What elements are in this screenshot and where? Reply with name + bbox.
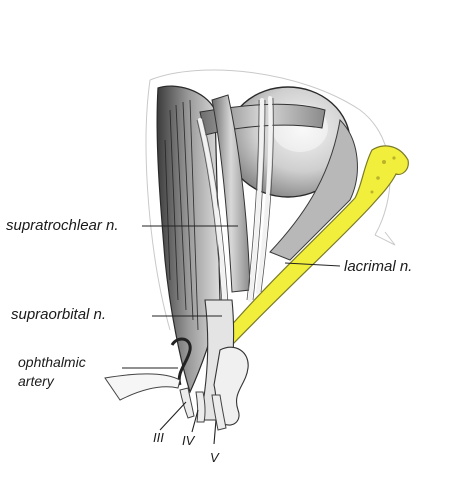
label-ophthalmic-line2: artery <box>18 373 54 389</box>
cranial-nerve-stumps <box>179 387 227 431</box>
label-nerve-iv: IV <box>182 433 195 448</box>
nerve-strands <box>198 96 273 322</box>
nerve-outlines <box>196 97 274 321</box>
leader-nerve-v <box>213 419 217 445</box>
rectus-muscle <box>211 94 251 293</box>
leader-nerve-iv <box>191 409 199 433</box>
leader-nerve-iii <box>159 401 187 431</box>
bone-pores <box>370 156 396 194</box>
label-ophthalmic-line1: ophthalmic <box>18 354 86 370</box>
highlighted-bone <box>220 145 409 348</box>
label-lacrimal-nerve: lacrimal n. <box>344 258 413 275</box>
label-supraorbital-nerve: supraorbital n. <box>11 306 107 323</box>
leader-lines <box>122 225 341 445</box>
label-supratrochlear-nerve: supratrochlear n. <box>6 217 119 234</box>
ophthalmic-artery-vessel <box>170 337 192 386</box>
leader-lacrimal <box>284 262 341 267</box>
artery-branch <box>104 373 181 401</box>
lateral-wall <box>269 118 358 261</box>
label-nerve-iii: III <box>153 430 164 445</box>
orbit-outline <box>145 69 396 331</box>
medial-wall-hatching <box>164 99 199 331</box>
label-nerve-v: V <box>210 450 219 465</box>
